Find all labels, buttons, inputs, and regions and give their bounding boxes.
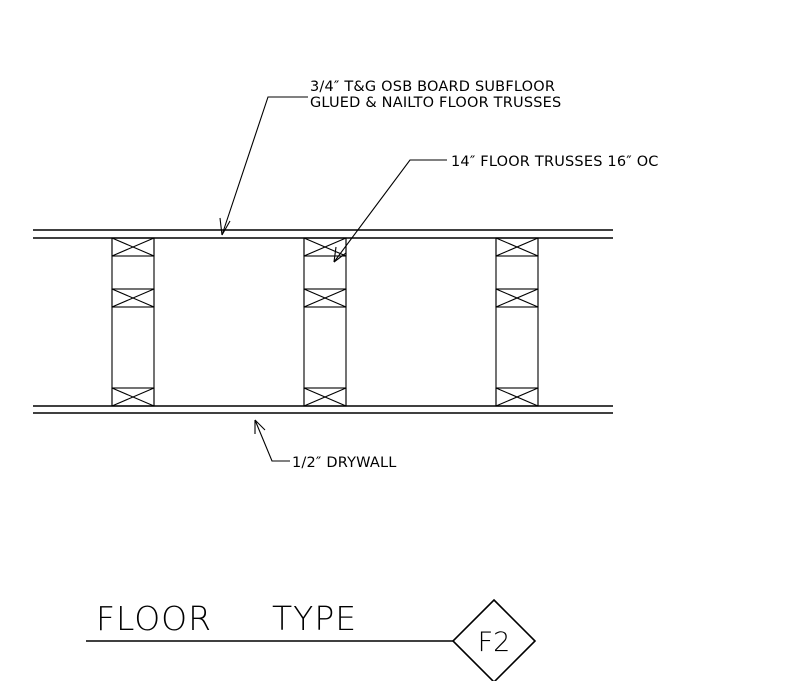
subfloor-label-line1: 3/4″ T&G OSB BOARD SUBFLOOR — [310, 79, 555, 95]
truss-chord-block — [495, 288, 539, 308]
trusses-leader — [333, 159, 447, 263]
drywall-layer — [33, 405, 613, 414]
truss-chord-block — [303, 237, 347, 257]
truss-chord-block — [495, 387, 539, 407]
floor-truss — [303, 237, 347, 407]
truss-chord-block — [111, 288, 155, 308]
subfloor-leader — [219, 96, 308, 236]
truss-chord-block — [303, 387, 347, 407]
floor-truss — [111, 237, 155, 407]
truss-chord-block — [111, 387, 155, 407]
truss-chord-block — [495, 237, 539, 257]
drywall-label: 1/2″ DRYWALL — [292, 455, 397, 471]
subfloor-layer — [33, 229, 613, 239]
truss-chord-block — [303, 288, 347, 308]
floor-truss — [495, 237, 539, 407]
title-floor: FLOOR — [96, 599, 212, 638]
truss-chord-block — [111, 237, 155, 257]
tag-label: F2 — [478, 627, 511, 658]
title-block: FLOOR TYPE F2 — [86, 598, 537, 681]
tag-diamond — [451, 598, 537, 681]
title-type: TYPE — [272, 599, 357, 638]
subfloor-label-line2: GLUED & NAILTO FLOOR TRUSSES — [310, 95, 561, 111]
trusses-label: 14″ FLOOR TRUSSES 16″ OC — [451, 154, 659, 170]
drywall-leader — [254, 419, 290, 462]
